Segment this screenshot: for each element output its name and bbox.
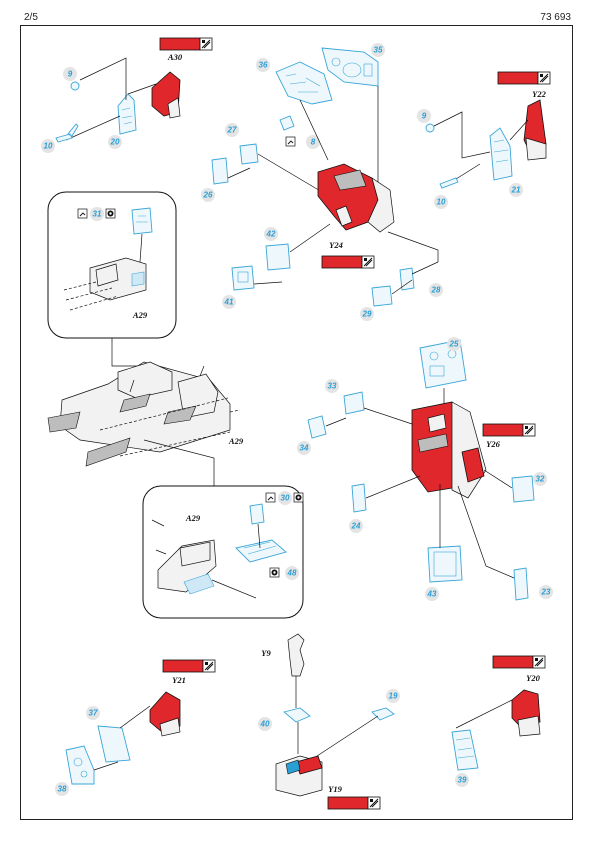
paint-chip-y19	[327, 796, 381, 810]
part-number: 43	[427, 590, 437, 599]
part-31-panel	[131, 207, 153, 235]
label-y21: Y21	[172, 675, 186, 685]
inset-a29-top: 31 A29	[47, 191, 177, 339]
part-40-plate	[283, 707, 311, 723]
part-number: 26	[203, 191, 213, 200]
part-41-plate	[231, 265, 255, 291]
part-number: 28	[431, 286, 441, 295]
part-number: 10	[437, 198, 446, 207]
part-21-shape	[489, 127, 513, 181]
paint-chip-y21	[162, 659, 216, 673]
part-number: 39	[458, 776, 467, 785]
part-32-plate	[511, 475, 535, 503]
part-number: 9	[422, 112, 427, 121]
part-number: 24	[351, 522, 361, 531]
assembly-y21: Y21 37 38	[55, 659, 216, 796]
assembly-y22: Y22 9 10 21	[417, 71, 551, 209]
part-42-plate	[265, 243, 291, 271]
part-number: 40	[260, 720, 270, 729]
part-number: 36	[259, 61, 268, 70]
part-number: 29	[362, 310, 372, 319]
part-number: 48	[287, 569, 297, 578]
part-number: 19	[389, 692, 398, 701]
part-24-plate	[351, 483, 367, 513]
part-36-panel	[275, 61, 333, 105]
label-y20: Y20	[526, 673, 540, 683]
page-number: 2/5	[24, 12, 38, 23]
part-number: 35	[374, 46, 383, 55]
part-10-arm	[55, 123, 79, 143]
paint-chip-y20	[492, 655, 546, 669]
part-number: 34	[300, 444, 309, 453]
part-9-ring	[425, 123, 435, 133]
inset-a29-bottom: A29 30 48	[142, 485, 304, 619]
part-8-plate	[279, 115, 295, 131]
part-number: 38	[58, 785, 67, 794]
part-43-frame	[427, 545, 463, 583]
part-y22-base	[525, 137, 547, 161]
paint-chip-y24	[321, 255, 375, 269]
part-20-shape	[117, 93, 137, 135]
part-29-plate	[371, 285, 393, 307]
label-a29-main: A29	[228, 436, 244, 446]
part-number: 20	[110, 138, 120, 147]
paint-chip-a30	[159, 37, 213, 51]
part-number: 25	[449, 340, 459, 349]
part-37-panel	[97, 725, 131, 763]
part-number: 21	[511, 186, 521, 195]
paint-chip-y22	[497, 71, 551, 85]
part-30-floor	[235, 539, 287, 563]
part-number: 42	[266, 230, 276, 239]
part-number: 31	[93, 210, 102, 219]
part-y24-side	[367, 177, 395, 233]
paint-chip-y26	[482, 423, 536, 437]
assembly-y26: 25 33 34 Y26 32 24 43 23	[297, 337, 553, 601]
part-19-plate	[371, 707, 395, 721]
kit-number: 73 693	[540, 12, 571, 23]
assembly-a29-main: A29	[47, 338, 244, 486]
part-9-ring	[70, 81, 80, 91]
part-23-plate	[513, 567, 529, 601]
part-39-panel	[451, 729, 479, 771]
floor-panel	[47, 411, 81, 433]
page-frame	[20, 25, 573, 820]
label-y24: Y24	[329, 240, 343, 250]
label-y19: Y19	[328, 784, 342, 794]
part-number: 23	[541, 588, 551, 597]
label-y9: Y9	[261, 648, 271, 658]
part-number: 10	[44, 142, 53, 151]
part-38-panel	[65, 745, 95, 785]
control-stick-y9	[287, 633, 305, 677]
part-number: 30	[281, 494, 290, 503]
part-number: 8	[311, 138, 316, 147]
part-number: 32	[536, 475, 545, 484]
part-number: 27	[227, 126, 237, 135]
part-number: 37	[89, 709, 98, 718]
label-a29-inset: A29	[132, 310, 148, 320]
label-a29-inset: A29	[185, 513, 201, 523]
part-28-plate	[399, 267, 415, 291]
part-34-plate	[307, 415, 327, 439]
part-10-arm	[439, 177, 459, 189]
assembly-y24: 36 35 8 27 26 Y24 42 41 29 28	[201, 43, 443, 321]
part-27-plate	[239, 143, 259, 165]
label-a30: A30	[167, 52, 183, 62]
part-number: 9	[68, 70, 73, 79]
part-30-panel	[249, 503, 265, 525]
part-33-plate	[343, 391, 365, 415]
assembly-y19: Y9 40 19 Y19	[258, 633, 400, 810]
part-number: 33	[328, 382, 337, 391]
assembly-a30: A30 9 10 20	[41, 37, 213, 153]
label-y22: Y22	[532, 89, 546, 99]
part-35-panel	[321, 47, 379, 87]
assembly-y20: Y20 39	[451, 655, 546, 787]
label-y26: Y26	[486, 439, 500, 449]
part-number: 41	[224, 298, 234, 307]
part-26-plate	[211, 157, 229, 185]
part-a30-base	[167, 97, 181, 119]
